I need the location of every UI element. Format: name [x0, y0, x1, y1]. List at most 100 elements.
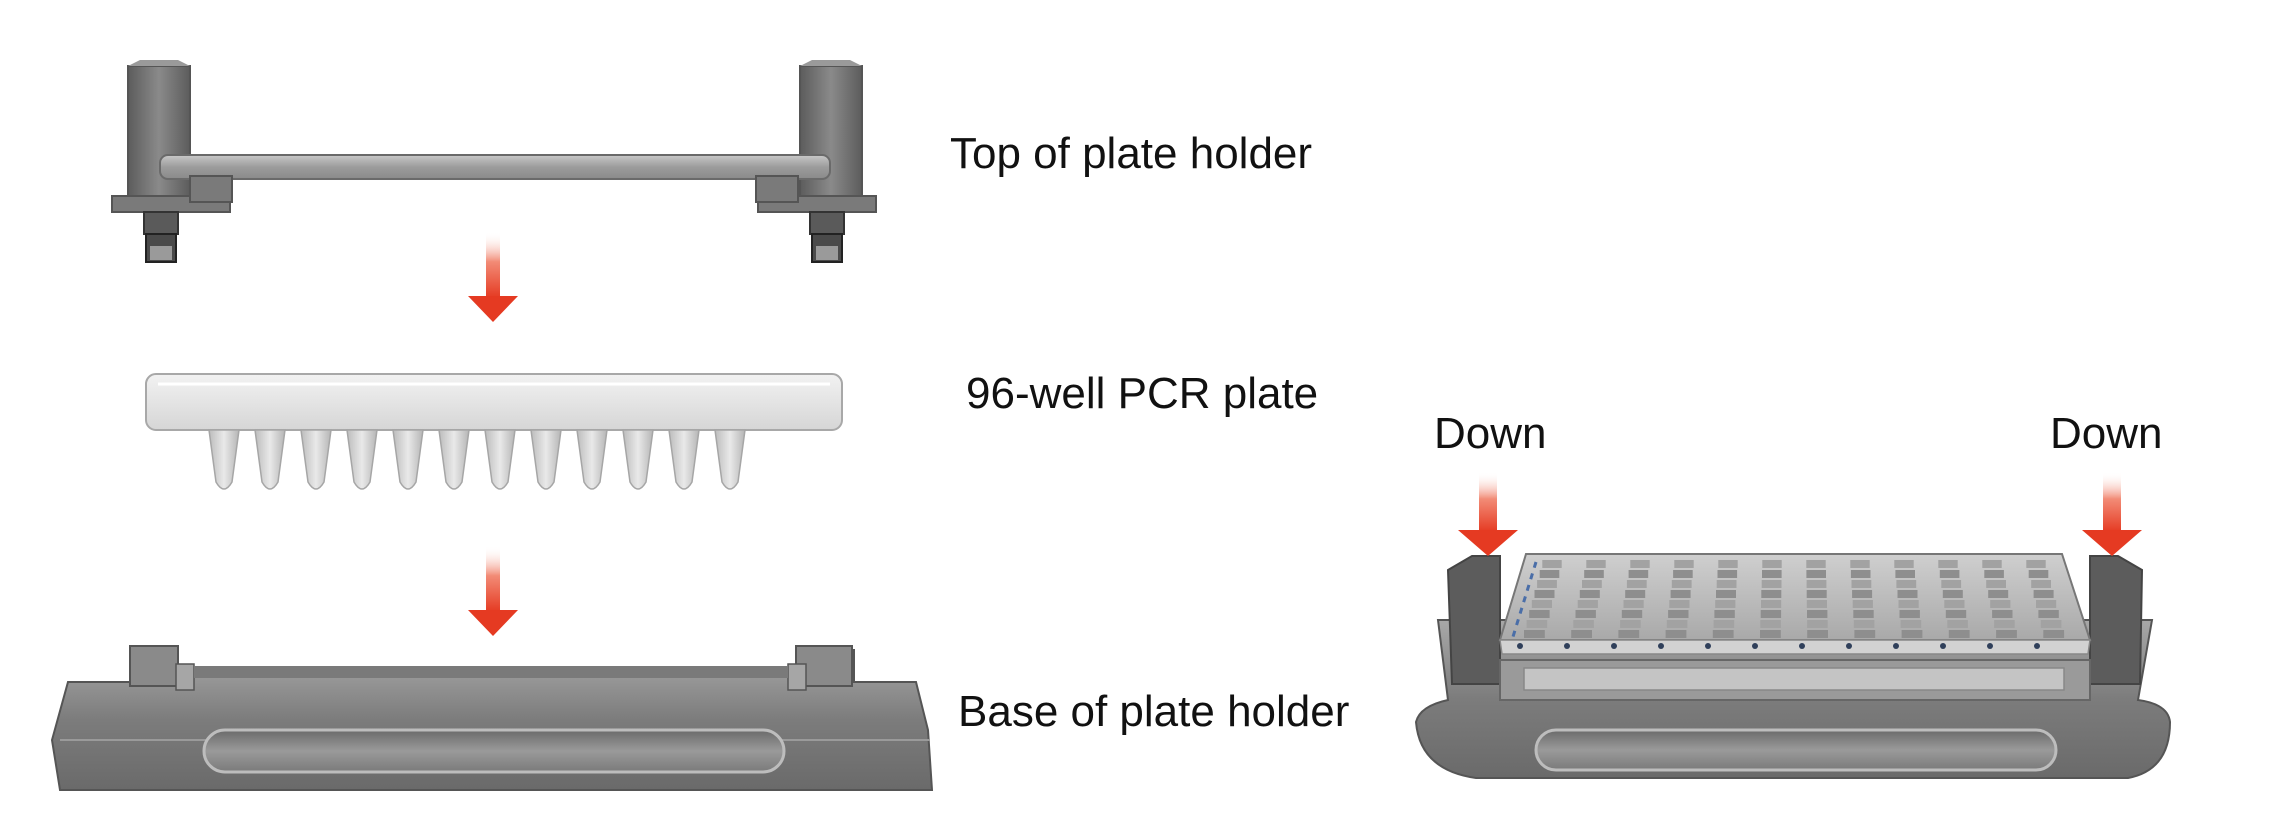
deck-well [1760, 620, 1781, 628]
deck-well [1665, 630, 1687, 638]
deck-well [1628, 570, 1649, 578]
deck-well [1524, 630, 1545, 638]
deck-marker-dot [1987, 643, 1993, 649]
deck-well [1947, 620, 1968, 628]
down-arrow-icon [468, 546, 518, 636]
deck-well [1994, 620, 2015, 628]
deck-well [1992, 610, 2013, 618]
deck-well [1666, 620, 1688, 628]
deck-well [1901, 630, 1923, 638]
deck-well [1851, 580, 1872, 588]
deck-well [1807, 630, 1828, 638]
deck-well [1941, 580, 1962, 588]
deck-well [1896, 580, 1917, 588]
deck-well [1900, 620, 1922, 628]
deck-well [1668, 610, 1689, 618]
deck-marker-dot [1564, 643, 1570, 649]
deck-well [1852, 590, 1873, 598]
deck-well [1894, 560, 1914, 568]
pcr-well [254, 429, 286, 490]
pcr-well [668, 429, 700, 490]
deck-well [1760, 610, 1782, 618]
pcr-well [346, 429, 378, 490]
down-arrow-icon [468, 232, 518, 322]
deck-well [1526, 620, 1548, 628]
deck-well [2031, 580, 2051, 588]
deck-well [1623, 600, 1644, 608]
deck-well [1529, 610, 1550, 618]
deck-well [1586, 560, 1606, 568]
label-down-right: Down [2050, 409, 2163, 458]
deck-well [2043, 630, 2065, 638]
pcr-well [622, 429, 654, 490]
deck-well [1762, 570, 1782, 578]
deck-well [1621, 610, 1643, 618]
label-pcr-plate: 96-well PCR plate [966, 369, 1318, 418]
deck-well [1853, 610, 1874, 618]
deck-well [1537, 580, 1557, 588]
deck-well [1996, 630, 2017, 638]
base-of-plate-holder [50, 645, 934, 791]
deck-well [1716, 590, 1736, 598]
deck-well [1630, 560, 1650, 568]
deck-marker-dot [1752, 643, 1758, 649]
deck-well [1539, 570, 1560, 578]
deck-well [1761, 600, 1782, 608]
deck-well [1618, 630, 1640, 638]
deck-well [1850, 570, 1871, 578]
deck-well [1898, 600, 1919, 608]
deck-well [1577, 600, 1598, 608]
deck-well [1807, 610, 1828, 618]
deck-well [1988, 590, 2009, 598]
deck-well [1939, 570, 1960, 578]
deck-well [1669, 600, 1690, 608]
deck-well [1806, 560, 1826, 568]
deck-well [1982, 560, 2002, 568]
deck-well [1895, 570, 1915, 578]
deck-well [2038, 610, 2059, 618]
pcr-well [300, 429, 332, 490]
deck-well [1575, 610, 1596, 618]
deck-well [1806, 590, 1827, 598]
deck-well [1714, 610, 1735, 618]
deck-well [1579, 590, 1600, 598]
pcr-well [438, 429, 470, 490]
pcr-well [714, 429, 746, 490]
deck-well [1854, 630, 1876, 638]
deck-well [1671, 580, 1692, 588]
pcr-plate-96-well [145, 373, 843, 490]
deck-marker-dot [1893, 643, 1899, 649]
deck-well [1761, 580, 1782, 588]
deck-well [1853, 620, 1875, 628]
deck-well [1718, 560, 1738, 568]
assembled-plate-holder [1414, 553, 2172, 779]
deck-well [2026, 560, 2046, 568]
deck-well [1945, 610, 1967, 618]
deck-well [1807, 620, 1828, 628]
deck-well [1584, 570, 1604, 578]
down-arrow-icon [1458, 472, 1518, 556]
deck-marker-dot [1517, 643, 1523, 649]
deck-well [1852, 600, 1873, 608]
deck-well [1760, 630, 1781, 638]
deck-well [1762, 560, 1782, 568]
deck-well [1712, 630, 1734, 638]
deck-well [2036, 600, 2057, 608]
deck-well [1625, 590, 1646, 598]
deck-marker-dot [1611, 643, 1617, 649]
deck-well [1620, 620, 1641, 628]
deck-well [1806, 580, 1827, 588]
deck-well [1806, 600, 1827, 608]
pcr-wells [208, 429, 746, 490]
deck-well [1542, 560, 1562, 568]
deck-well [1806, 570, 1826, 578]
pcr-well [208, 429, 240, 490]
deck-well [1534, 590, 1555, 598]
deck-well [1582, 580, 1602, 588]
deck-well [1948, 630, 1970, 638]
deck-well [1986, 580, 2006, 588]
label-down-left: Down [1434, 409, 1547, 458]
deck-well [1716, 580, 1737, 588]
deck-well [1670, 590, 1691, 598]
